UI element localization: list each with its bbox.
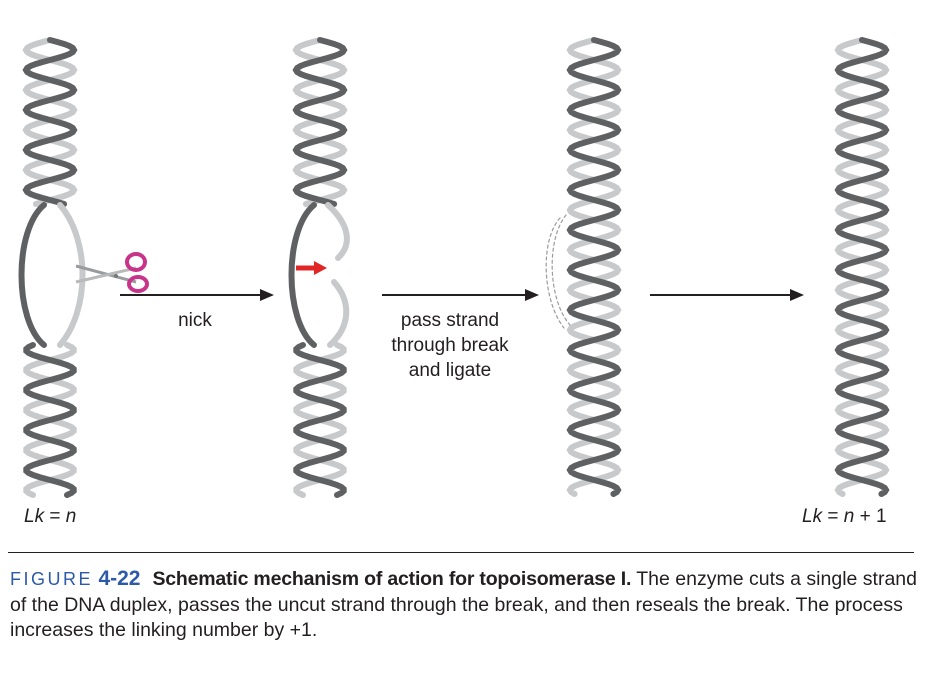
dna-strand-light xyxy=(22,37,78,207)
figure-body-end: . xyxy=(311,619,318,641)
dna-strand-ghost xyxy=(545,217,565,329)
lk-symbol: Lk xyxy=(802,506,823,527)
step-label-line: through break xyxy=(391,335,509,356)
step-label-nick: nick xyxy=(178,310,212,331)
dna-strand-ghost xyxy=(551,214,571,326)
step-label-line: and ligate xyxy=(408,360,492,381)
topoisomerase-diagram xyxy=(18,37,890,498)
figure-body: The enzyme cuts a single strand of the D… xyxy=(10,568,917,641)
linking-number-end: Lk = n + 1 xyxy=(802,506,887,528)
dna-strand-light-loop xyxy=(57,202,86,348)
dna-strand-dark xyxy=(566,37,622,497)
dna-strand-light xyxy=(292,37,348,207)
linking-number-start: Lk = n xyxy=(24,506,76,528)
step-label-line: pass strand xyxy=(400,310,500,331)
arrow-pass-strand xyxy=(382,289,539,301)
lk-equals: = xyxy=(44,506,66,527)
figure-number: 4-22 xyxy=(98,567,141,590)
lk-increment: + 1 xyxy=(854,506,887,527)
figure-caption: FIGURE 4-22 Schematic mechanism of action… xyxy=(10,566,920,644)
dna-strand-dark xyxy=(834,37,890,497)
lk-symbol: Lk xyxy=(24,506,45,527)
dna-strand-dark xyxy=(23,342,77,498)
step-label-pass-strand: pass strand through break and ligate xyxy=(370,308,530,383)
dna-strand-dark-loop xyxy=(288,202,317,348)
scissors-icon xyxy=(75,252,149,293)
lk-value: n xyxy=(65,506,77,527)
caption-divider xyxy=(8,552,914,553)
dna-strand-light xyxy=(834,37,890,497)
red-arrow-icon xyxy=(296,261,327,275)
arrow-nick xyxy=(120,289,274,301)
dna-strand-light xyxy=(566,37,622,497)
figure-label: FIGURE xyxy=(10,569,94,589)
lk-equals: = xyxy=(822,506,844,527)
lk-value: n xyxy=(843,506,855,527)
dna-strand-light-cut-top xyxy=(325,202,350,261)
dna-strand-dark xyxy=(293,342,347,498)
dna-strand-light-cut-bottom xyxy=(327,279,350,348)
figure-body-value: +1 xyxy=(289,619,312,641)
dna-strand-dark xyxy=(22,37,78,207)
dna-strand-dark-loop xyxy=(18,202,47,348)
dna-strand-dark xyxy=(292,37,348,207)
figure-title: Schematic mechanism of action for topois… xyxy=(152,568,632,590)
arrow-reseal xyxy=(650,289,804,301)
